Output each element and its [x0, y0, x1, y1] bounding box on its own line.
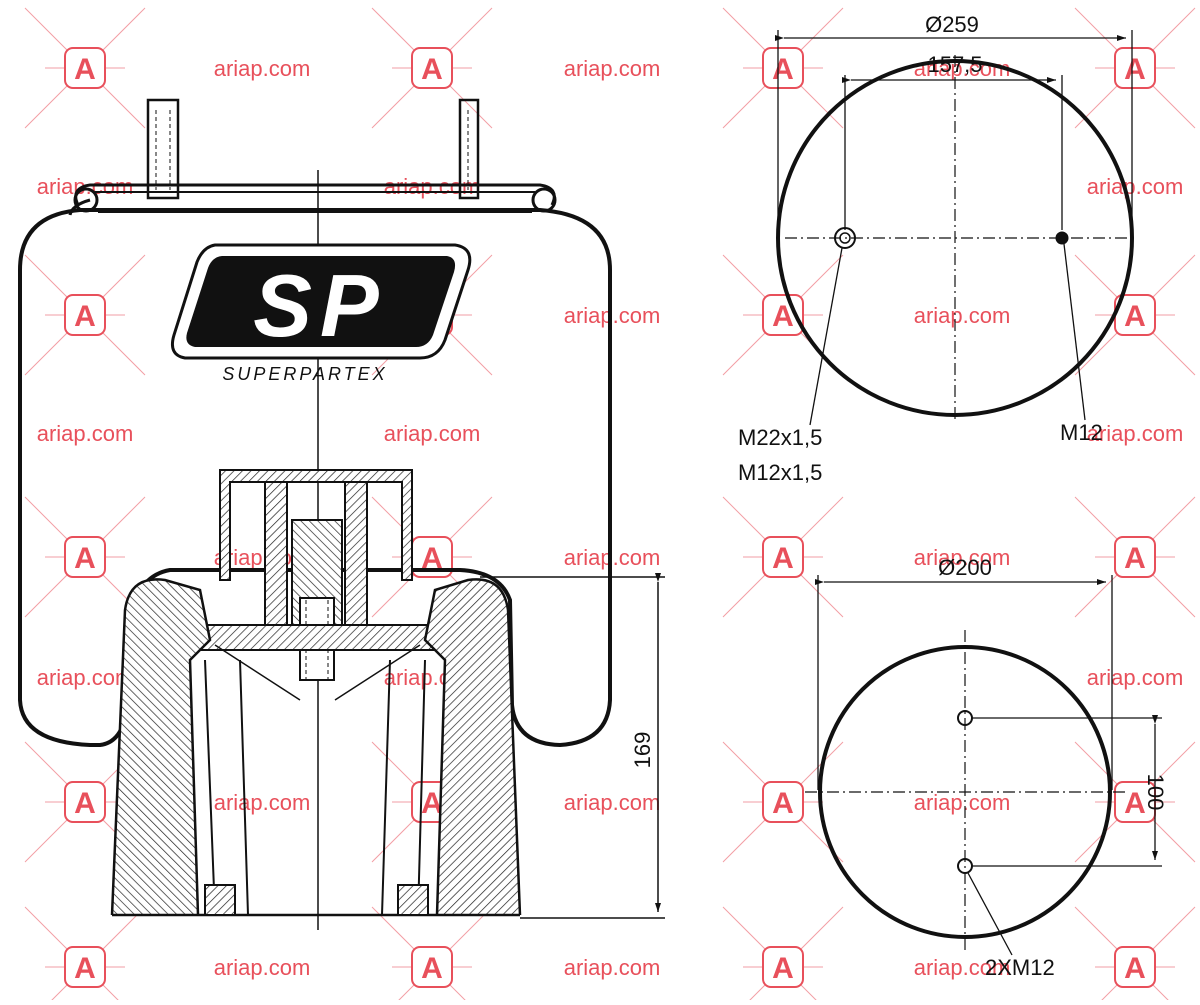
watermark-text: ariap.com [1087, 665, 1184, 690]
brand-logo-sub: SUPERPARTEX [222, 364, 387, 384]
svg-text:A: A [74, 300, 96, 333]
watermark-badge: A [762, 536, 804, 578]
top-thread-right: M12 [1060, 420, 1103, 445]
watermark-text: ariap.com [914, 545, 1011, 570]
watermark-grid: AAAAAAAAAAAAAAAAAAAAariap.comariap.comar… [24, 7, 1196, 1005]
piston-cap [219, 469, 413, 581]
top-thread-left-1: M22x1,5 [738, 425, 822, 450]
watermark-badge: A [411, 946, 453, 988]
svg-text:A: A [74, 53, 96, 86]
watermark-badge: A [64, 47, 106, 89]
watermark-text: ariap.com [37, 421, 134, 446]
stud-right [458, 98, 480, 200]
top-plate-view [775, 30, 1134, 426]
svg-text:A: A [772, 952, 794, 985]
bottom-plate-view [805, 575, 1162, 956]
watermark-badge: A [762, 47, 804, 89]
watermark-text: ariap.com [214, 790, 311, 815]
svg-text:A: A [1124, 952, 1146, 985]
watermark-text: ariap.com [914, 790, 1011, 815]
svg-text:A: A [772, 787, 794, 820]
watermark-badge: A [411, 47, 453, 89]
svg-text:A: A [1124, 300, 1146, 333]
svg-text:A: A [772, 53, 794, 86]
watermark-badge: A [762, 946, 804, 988]
svg-text:A: A [772, 300, 794, 333]
bottom-bolts-label: 2XM12 [985, 955, 1055, 980]
brand-logo-letters: SP [253, 256, 386, 355]
bottom-bolt-spacing-label: 100 [1143, 774, 1168, 811]
top-thread-left-2: M12x1,5 [738, 460, 822, 485]
watermark-text: ariap.com [214, 56, 311, 81]
watermark-text: ariap.com [564, 56, 661, 81]
watermark-text: ariap.com [214, 955, 311, 980]
svg-text:A: A [421, 952, 443, 985]
top-bolt-spacing-label: 157,5 [927, 52, 982, 77]
bottom-diameter-label: Ø200 [938, 555, 992, 580]
side-view-drawing [18, 98, 665, 930]
brand-logo: SP SUPERPARTEX [170, 243, 472, 384]
watermark-badge: A [64, 294, 106, 336]
svg-text:A: A [74, 787, 96, 820]
watermark-badge: A [762, 781, 804, 823]
svg-text:A: A [74, 952, 96, 985]
svg-text:A: A [772, 542, 794, 575]
watermark-text: ariap.com [37, 665, 134, 690]
watermark-text: ariap.com [384, 421, 481, 446]
watermark-badge: A [64, 781, 106, 823]
svg-text:A: A [1124, 542, 1146, 575]
watermark-text: ariap.com [564, 790, 661, 815]
svg-text:A: A [421, 53, 443, 86]
watermark-badge: A [1114, 946, 1156, 988]
watermark-text: ariap.com [1087, 421, 1184, 446]
watermark-badge: A [64, 946, 106, 988]
watermark-text: ariap.com [1087, 174, 1184, 199]
watermark-badge: A [1114, 47, 1156, 89]
top-diameter-label: Ø259 [925, 12, 979, 37]
top-hole-left [834, 227, 856, 249]
piston-body [110, 578, 212, 916]
watermark-badge: A [1114, 536, 1156, 578]
watermark-text: ariap.com [914, 955, 1011, 980]
watermark-text: ariap.com [914, 303, 1011, 328]
top-hole-right [1055, 231, 1069, 245]
svg-text:A: A [1124, 787, 1146, 820]
watermark-text: ariap.com [564, 955, 661, 980]
svg-text:A: A [1124, 53, 1146, 86]
watermark-badge: A [64, 536, 106, 578]
svg-text:A: A [421, 787, 443, 820]
svg-text:A: A [421, 542, 443, 575]
stud-left [146, 98, 180, 200]
svg-text:A: A [74, 542, 96, 575]
height-dim-label: 169 [630, 732, 655, 769]
